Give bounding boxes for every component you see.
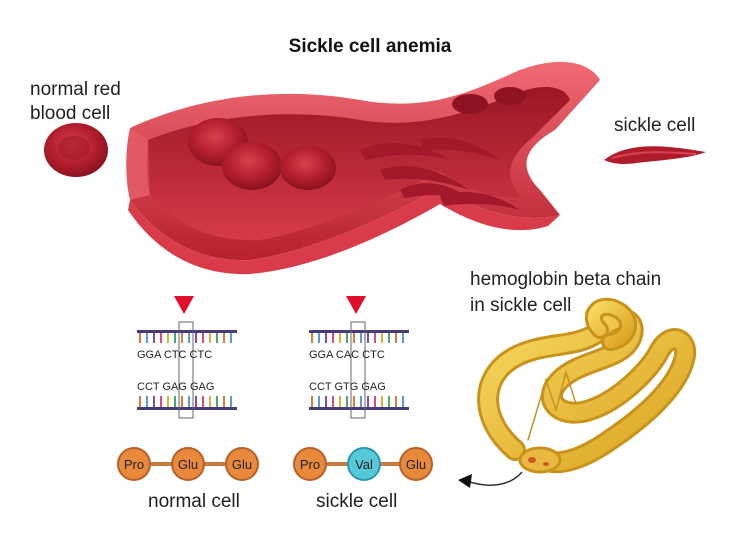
dna-normal-top-strand: GGA CTC CTC	[137, 349, 212, 361]
diagram-title: Sickle cell anemia	[288, 36, 452, 57]
label-hemoglobin-line1: hemoglobin beta chain	[470, 269, 662, 290]
hemoglobin-protein	[477, 297, 697, 474]
amino-acid-bead	[171, 447, 205, 481]
amino-beads-normal: Pro Glu Glu	[117, 447, 259, 481]
amino-beads-sickle: Pro Val Glu	[293, 447, 433, 481]
caption-sickle-cell: sickle cell	[316, 491, 398, 512]
label-normal-rbc-line1: normal red	[30, 79, 121, 100]
dna-sickle-top-strand: GGA CAC CTC	[309, 349, 385, 361]
amino-acid-bead	[225, 447, 259, 481]
amino-acid-bead	[399, 447, 433, 481]
amino-acid-label: Glu	[178, 457, 198, 472]
label-normal-rbc-line2: blood cell	[30, 103, 111, 124]
dna-sickle: GGA CAC CTC CCT GTG GAG	[309, 321, 409, 419]
label-hemoglobin-line2: in sickle cell	[470, 295, 572, 316]
amino-acid-label: Glu	[232, 457, 252, 472]
caption-normal-cell: normal cell	[148, 491, 240, 512]
amino-acid-label: Pro	[300, 457, 320, 472]
sickle-cell	[604, 146, 706, 164]
dna-normal-bottom-strand: CCT GAG GAG	[137, 381, 214, 393]
amino-acid-label: Val	[355, 457, 373, 472]
amino-acid-bead	[347, 447, 381, 481]
blood-vessel	[126, 61, 600, 275]
mutation-marker-normal	[174, 296, 194, 314]
dna-sickle-ticks	[311, 333, 404, 407]
label-sickle-cell-top: sickle cell	[614, 115, 696, 136]
dna-normal-ticks	[139, 333, 232, 407]
pointer-arrow	[458, 471, 523, 488]
amino-acid-label: Pro	[124, 457, 144, 472]
dna-normal: GGA CTC CTC CCT GAG GAG	[137, 321, 237, 419]
mutation-marker-sickle	[346, 296, 366, 314]
amino-acid-label: Glu	[406, 457, 426, 472]
dna-sickle-bottom-strand: CCT GTG GAG	[309, 381, 386, 393]
normal-red-blood-cell	[44, 123, 108, 177]
amino-acid-bead	[117, 447, 151, 481]
amino-acid-bead	[293, 447, 327, 481]
